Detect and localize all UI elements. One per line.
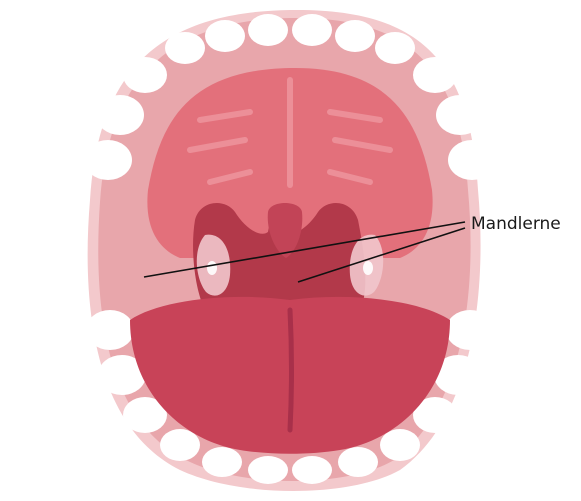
tongue-groove (290, 310, 292, 430)
tonsils-label: Mandlerne (471, 214, 561, 234)
